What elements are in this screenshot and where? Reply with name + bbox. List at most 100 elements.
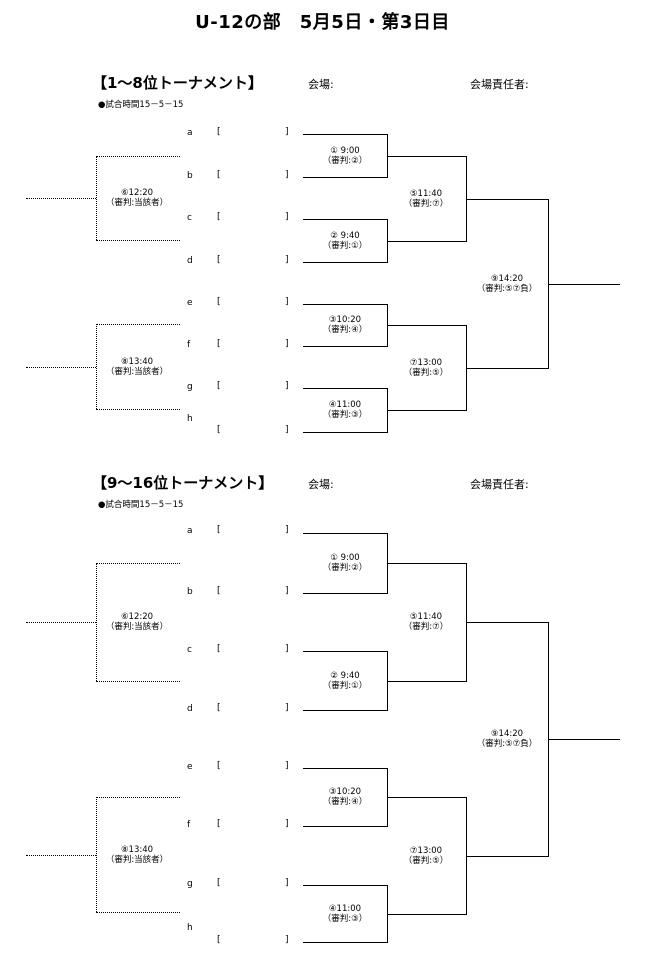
bracket-line (303, 219, 387, 220)
bracket-line (548, 739, 620, 740)
dotted-connector (96, 156, 180, 157)
slot-label-f: f (187, 340, 191, 350)
team-entry-open-bracket: [ (217, 644, 221, 654)
dotted-connector (96, 912, 180, 913)
match-label-3: ③10:20（審判:④） (322, 315, 368, 335)
bracket-line (303, 768, 387, 769)
slot-label-h: h (187, 923, 193, 933)
dotted-connector (26, 367, 96, 368)
slot-label-e: e (187, 762, 193, 772)
bracket-line (387, 156, 466, 157)
team-entry-close-bracket: ] (285, 339, 289, 349)
team-entry-open-bracket: [ (217, 212, 221, 222)
bracket-line (466, 199, 548, 200)
match-label-8: ⑧13:40（審判:当該者） (105, 357, 169, 377)
match-label-7: ⑦13:00（審判:⑤） (403, 846, 449, 866)
bracket-line (303, 826, 387, 827)
bracket-line (303, 942, 387, 943)
bracket-line (303, 710, 387, 711)
dotted-connector (96, 156, 97, 240)
team-entry-close-bracket: ] (285, 586, 289, 596)
match-label-6: ⑥12:20（審判:当該者） (105, 612, 169, 632)
team-entry-open-bracket: [ (217, 819, 221, 829)
bracket-line (387, 797, 466, 798)
slot-label-a: a (187, 526, 193, 536)
match-label-1: ① 9:00（審判:②） (322, 553, 368, 573)
dotted-connector (96, 681, 180, 682)
page-title: U-12の部 5月5日・第3日目 (195, 12, 450, 33)
match-label-4: ④11:00（審判:③） (322, 400, 368, 420)
section-title: 【9～16位トーナメント】 (92, 474, 274, 492)
team-entry-close-bracket: ] (285, 297, 289, 307)
slot-label-h: h (187, 414, 193, 424)
team-entry-open-bracket: [ (217, 761, 221, 771)
team-entry-close-bracket: ] (285, 425, 289, 435)
dotted-connector (96, 409, 180, 410)
slot-label-g: g (187, 879, 193, 889)
team-entry-open-bracket: [ (217, 525, 221, 535)
bracket-line (387, 563, 466, 564)
slot-label-d: d (187, 256, 193, 266)
dotted-connector (96, 324, 97, 409)
team-entry-open-bracket: [ (217, 935, 221, 945)
bracket-line (303, 388, 387, 389)
team-entry-close-bracket: ] (285, 212, 289, 222)
bracket-line (387, 241, 466, 242)
match-time-note: ●試合時間15－5－15 (98, 500, 184, 510)
venue-label: 会場: (308, 478, 334, 491)
bracket-line (387, 914, 466, 915)
team-entry-close-bracket: ] (285, 703, 289, 713)
team-entry-close-bracket: ] (285, 127, 289, 137)
bracket-line (303, 262, 387, 263)
match-time-note: ●試合時間15－5－15 (98, 100, 184, 110)
dotted-connector (96, 324, 180, 325)
bracket-line (303, 885, 387, 886)
team-entry-open-bracket: [ (217, 255, 221, 265)
team-entry-open-bracket: [ (217, 381, 221, 391)
match-label-9: ⑨14:20（審判:⑤⑦負） (476, 274, 538, 294)
match-label-4: ④11:00（審判:③） (322, 904, 368, 924)
bracket-line (387, 325, 466, 326)
dotted-connector (96, 563, 180, 564)
team-entry-close-bracket: ] (285, 878, 289, 888)
bracket-line (303, 593, 387, 594)
team-entry-close-bracket: ] (285, 761, 289, 771)
slot-label-c: c (187, 213, 192, 223)
bracket-line (303, 346, 387, 347)
section-title: 【1～8位トーナメント】 (92, 74, 263, 92)
team-entry-open-bracket: [ (217, 127, 221, 137)
dotted-connector (96, 240, 180, 241)
team-entry-open-bracket: [ (217, 170, 221, 180)
team-entry-open-bracket: [ (217, 339, 221, 349)
team-entry-close-bracket: ] (285, 935, 289, 945)
bracket-line (387, 681, 466, 682)
match-label-6: ⑥12:20（審判:当該者） (105, 188, 169, 208)
bracket-line (466, 622, 548, 623)
bracket-line (303, 533, 387, 534)
bracket-line (387, 410, 466, 411)
dotted-connector (26, 622, 96, 623)
dotted-connector (96, 797, 180, 798)
venue-manager-label: 会場責任者: (470, 78, 529, 91)
venue-manager-label: 会場責任者: (470, 478, 529, 491)
team-entry-open-bracket: [ (217, 586, 221, 596)
dotted-connector (96, 797, 97, 912)
team-entry-close-bracket: ] (285, 255, 289, 265)
team-entry-close-bracket: ] (285, 170, 289, 180)
team-entry-close-bracket: ] (285, 525, 289, 535)
slot-label-d: d (187, 704, 193, 714)
slot-label-g: g (187, 382, 193, 392)
dotted-connector (96, 563, 97, 681)
team-entry-open-bracket: [ (217, 297, 221, 307)
slot-label-b: b (187, 587, 193, 597)
team-entry-close-bracket: ] (285, 381, 289, 391)
venue-label: 会場: (308, 78, 334, 91)
slot-label-b: b (187, 171, 193, 181)
match-label-7: ⑦13:00（審判:⑤） (403, 358, 449, 378)
bracket-line (548, 284, 620, 285)
dotted-connector (26, 855, 96, 856)
slot-label-e: e (187, 298, 193, 308)
match-label-8: ⑧13:40（審判:当該者） (105, 845, 169, 865)
bracket-line (303, 432, 387, 433)
match-label-2: ② 9:40（審判:①） (322, 671, 368, 691)
